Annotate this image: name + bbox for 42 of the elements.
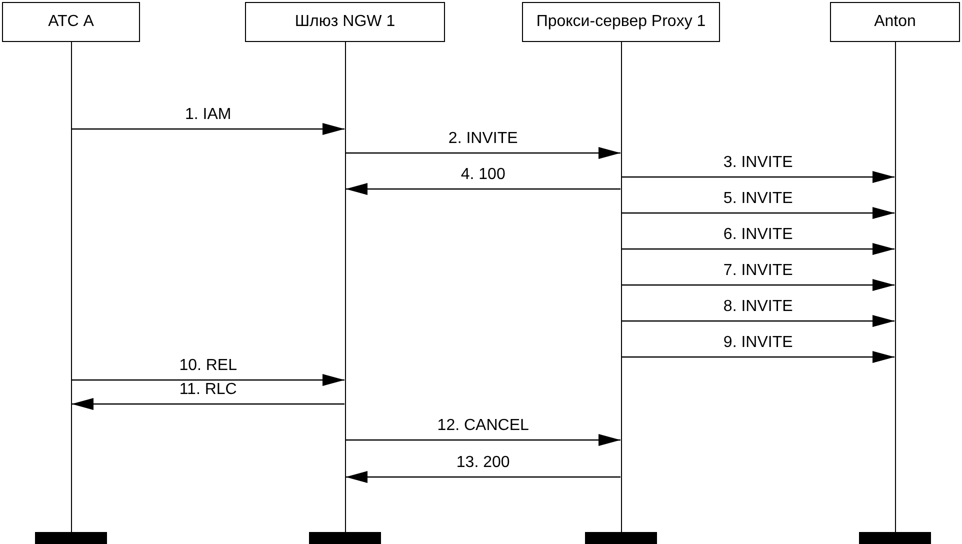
participant-name: АТС А xyxy=(48,14,94,30)
message-label: 7. INVITE xyxy=(723,262,793,280)
message-label: 10. REL xyxy=(179,357,237,375)
participant-box xyxy=(522,2,720,42)
message-arrow xyxy=(346,183,620,195)
lifeline-end-bar xyxy=(309,532,381,544)
message-arrow xyxy=(346,147,620,159)
participant-box xyxy=(245,2,445,42)
message-label: 2. INVITE xyxy=(448,130,518,148)
participant-name: Anton xyxy=(874,14,916,30)
message-label: 13. 200 xyxy=(456,454,510,472)
message-label: 4. 100 xyxy=(460,166,506,184)
participant-box xyxy=(830,2,960,42)
participant-box xyxy=(2,2,140,42)
message-arrow xyxy=(72,123,344,135)
message-label: 6. INVITE xyxy=(723,226,793,244)
message-arrow xyxy=(622,207,894,219)
lifeline xyxy=(894,42,896,532)
lifeline-end-bar xyxy=(859,532,931,544)
lifeline-end-bar xyxy=(35,532,107,544)
message-arrow xyxy=(622,171,894,183)
message-label: 3. INVITE xyxy=(723,154,793,172)
message-label: 5. INVITE xyxy=(723,190,793,208)
message-arrow xyxy=(346,471,620,483)
lifeline xyxy=(70,42,72,532)
message-arrow xyxy=(622,315,894,327)
message-label: 8. INVITE xyxy=(723,298,793,316)
lifeline-end-bar xyxy=(585,532,657,544)
message-arrow xyxy=(622,351,894,363)
message-label: 11. RLC xyxy=(179,381,237,399)
message-label: 9. INVITE xyxy=(723,334,793,352)
message-arrow xyxy=(72,398,344,410)
lifeline xyxy=(344,42,346,532)
lifeline xyxy=(620,42,622,532)
participant-name: Шлюз NGW 1 xyxy=(294,14,396,30)
message-arrow xyxy=(346,434,620,446)
message-label: 12. CANCEL xyxy=(437,417,529,435)
participant-name: Прокси-сервер Proxy 1 xyxy=(536,14,706,30)
message-arrow xyxy=(622,243,894,255)
message-arrow xyxy=(622,279,894,291)
message-label: 1. IAM xyxy=(184,106,232,124)
message-arrow xyxy=(72,374,344,386)
